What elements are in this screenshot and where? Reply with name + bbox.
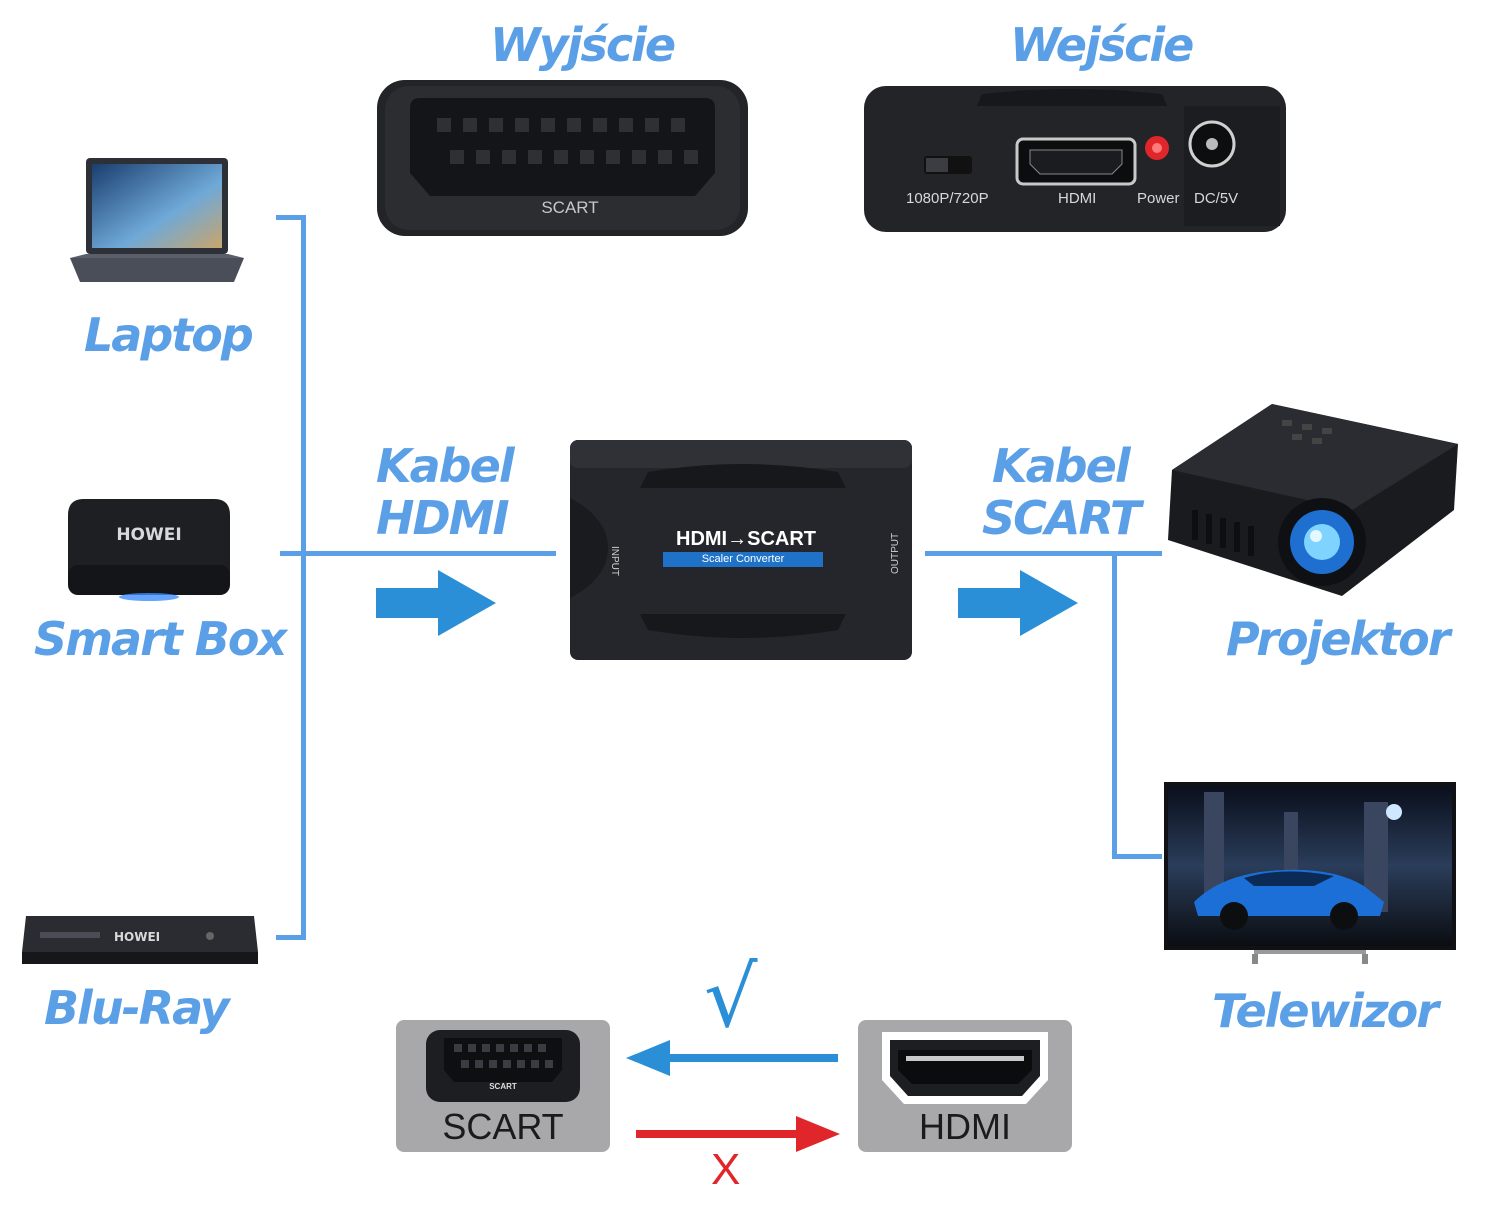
hdmi-direction-arrow — [376, 570, 498, 636]
left-bracket-vertical — [301, 215, 306, 940]
laptop-label: Laptop — [84, 308, 254, 362]
checkmark-icon: √ — [704, 948, 758, 1046]
legend-valid-arrow — [624, 1038, 838, 1078]
dc-label: DC/5V — [1194, 190, 1239, 207]
projector-image — [1162, 400, 1462, 600]
blu-ray-brand: HOWEI — [114, 930, 161, 944]
scart-cable-label-line2: SCART — [982, 491, 1141, 545]
output-header: Wyjście — [490, 18, 676, 72]
input-header: Wejście — [1010, 18, 1194, 72]
legend-scart-tile: SCART SCART — [396, 1020, 610, 1152]
scart-cable-label-line1: Kabel — [992, 439, 1131, 493]
projector-label: Projektor — [1226, 612, 1450, 666]
converter-box-image: HDMI→SCART Scaler Converter INPUT OUTPUT — [568, 438, 914, 662]
laptop-image — [64, 156, 250, 284]
scart-pin-rows — [437, 118, 698, 164]
legend-invalid-arrow — [636, 1114, 842, 1154]
blu-ray-image: HOWEI — [20, 912, 260, 966]
hdmi-port-label: HDMI — [1058, 190, 1097, 207]
smart-box-image: HOWEI — [64, 495, 234, 603]
scart-port-label: SCART — [541, 198, 599, 217]
tv-label: Telewizor — [1212, 984, 1439, 1038]
blu-ray-label: Blu-Ray — [44, 981, 230, 1035]
left-bracket-bottom — [276, 935, 306, 940]
smart-box-label: Smart Box — [34, 612, 287, 666]
converter-input-label: INPUT — [609, 546, 620, 576]
legend-hdmi-tile: HDMI — [858, 1020, 1072, 1152]
hdmi-cable-label-line2: HDMI — [376, 491, 510, 545]
legend-scart-label: SCART — [442, 1106, 564, 1147]
scart-output-connector — [925, 551, 1162, 556]
legend-scart-small-label: SCART — [489, 1082, 517, 1091]
converter-panel-image: 1080P/720P HDMI Power DC/5V — [862, 84, 1288, 234]
converter-subtitle: Scaler Converter — [663, 552, 823, 567]
cross-icon: X — [711, 1145, 741, 1194]
left-bracket-top — [276, 215, 306, 220]
right-bracket-bottom — [1112, 854, 1162, 859]
converter-title: HDMI→SCART — [676, 528, 816, 550]
smart-box-brand: HOWEI — [116, 525, 182, 545]
resolution-switch-label: 1080P/720P — [906, 190, 989, 207]
right-bracket-vertical — [1112, 551, 1117, 859]
scart-direction-arrow — [958, 570, 1080, 636]
legend-hdmi-label: HDMI — [919, 1106, 1011, 1147]
smart-box-connector — [280, 551, 556, 556]
hdmi-cable-label-line1: Kabel — [376, 439, 515, 493]
tv-image — [1164, 782, 1458, 966]
scart-port-image: SCART — [375, 78, 750, 238]
converter-output-label: OUTPUT — [890, 532, 901, 574]
power-label: Power — [1137, 190, 1180, 207]
